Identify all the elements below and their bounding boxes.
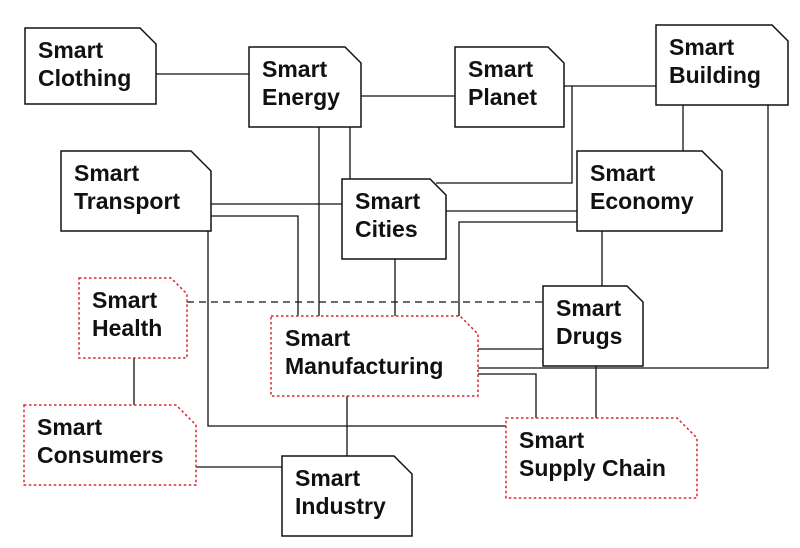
node-label-line2-manufacturing: Manufacturing bbox=[285, 353, 443, 379]
node-box-industry bbox=[281, 455, 413, 537]
node-box-transport bbox=[60, 150, 212, 232]
edges-layer bbox=[133, 73, 769, 468]
node-box-cities bbox=[341, 178, 447, 260]
node-box-economy bbox=[576, 150, 723, 232]
node-box-consumers bbox=[23, 404, 197, 486]
edge-building-to-cities bbox=[436, 86, 573, 184]
node-box-planet bbox=[454, 46, 565, 128]
node-label-line1-supply-chain: Smart bbox=[519, 427, 585, 453]
node-label-line2-drugs: Drugs bbox=[556, 323, 622, 349]
node-label-line2-building: Building bbox=[669, 62, 761, 88]
node-label-line2-energy: Energy bbox=[262, 84, 340, 110]
node-box-building bbox=[655, 24, 789, 106]
node-label-line1-drugs: Smart bbox=[556, 295, 622, 321]
node-label-line2-clothing: Clothing bbox=[38, 65, 131, 91]
node-label-line1-planet: Smart bbox=[468, 56, 534, 82]
node-label-line2-supply-chain: Supply Chain bbox=[519, 455, 666, 481]
node-label-line1-industry: Smart bbox=[295, 465, 361, 491]
node-label-line1-economy: Smart bbox=[590, 160, 656, 186]
node-label-line2-transport: Transport bbox=[74, 188, 180, 214]
edge-transport-to-manufacturing bbox=[211, 215, 299, 316]
node-label-line2-economy: Economy bbox=[590, 188, 694, 214]
node-label-line1-manufacturing: Smart bbox=[285, 325, 351, 351]
node-box-energy bbox=[248, 46, 362, 128]
node-label-line1-consumers: Smart bbox=[37, 414, 103, 440]
node-label-line2-health: Health bbox=[92, 315, 162, 341]
node-label-line1-energy: Smart bbox=[262, 56, 328, 82]
node-label-line1-health: Smart bbox=[92, 287, 158, 313]
node-label-line1-building: Smart bbox=[669, 34, 735, 60]
node-label-line2-planet: Planet bbox=[468, 84, 537, 110]
node-label-line1-transport: Smart bbox=[74, 160, 140, 186]
node-label-line2-cities: Cities bbox=[355, 216, 418, 242]
edge-building-to-manufacturing bbox=[478, 105, 769, 369]
node-box-clothing bbox=[24, 27, 157, 105]
edge-economy-to-manufacturing bbox=[458, 221, 577, 316]
edge-manufacturing-to-supply-chain bbox=[478, 373, 537, 418]
node-box-drugs bbox=[542, 285, 644, 367]
node-label-line2-industry: Industry bbox=[295, 493, 386, 519]
node-box-supply-chain bbox=[505, 417, 698, 499]
edge-transport-to-supply-chain bbox=[207, 231, 506, 427]
node-box-health bbox=[78, 277, 188, 359]
node-label-line1-clothing: Smart bbox=[38, 37, 104, 63]
node-label-line1-cities: Smart bbox=[355, 188, 421, 214]
node-label-line2-consumers: Consumers bbox=[37, 442, 164, 468]
node-box-manufacturing bbox=[270, 315, 479, 397]
